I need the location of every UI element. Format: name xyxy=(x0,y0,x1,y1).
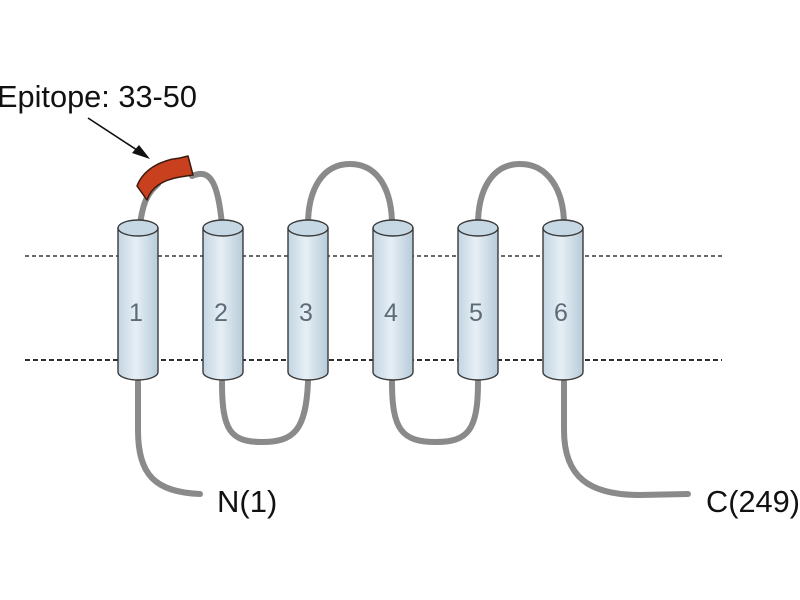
epitope-arrow xyxy=(87,117,150,159)
epitope-region xyxy=(136,155,194,201)
c-terminal-tail xyxy=(561,379,691,499)
n-terminal-tail xyxy=(135,379,203,497)
extracellular-loop-2 xyxy=(305,160,395,228)
helix-number: 5 xyxy=(469,299,483,327)
helix-layer: 1 2 3 4 5 6 xyxy=(117,219,584,381)
intracellular-loop-1 xyxy=(219,379,311,446)
epitope-label: Epitope: 33-50 xyxy=(0,79,197,114)
intracellular-loop-2 xyxy=(389,379,481,446)
helix-body xyxy=(117,227,159,381)
helix-number: 1 xyxy=(129,299,143,327)
helix-number: 6 xyxy=(554,299,568,327)
helix-number: 2 xyxy=(214,299,228,327)
helix-body xyxy=(287,227,329,381)
helix-top-cap xyxy=(117,219,159,237)
extracellular-loop-3 xyxy=(475,160,567,228)
helix-top-cap xyxy=(287,219,329,237)
helix-number: 4 xyxy=(384,299,398,327)
helix-top-cap xyxy=(457,219,499,237)
helix-3: 3 xyxy=(287,219,329,381)
helix-top-cap xyxy=(202,219,244,237)
helix-5: 5 xyxy=(457,219,499,381)
helix-body xyxy=(202,227,244,381)
n-terminus-label: N(1) xyxy=(217,484,277,519)
helix-2: 2 xyxy=(202,219,244,381)
helix-top-cap xyxy=(372,219,414,237)
c-terminus-label: C(249) xyxy=(706,484,800,519)
helix-body xyxy=(372,227,414,381)
helix-body xyxy=(457,227,499,381)
helix-body xyxy=(542,227,584,381)
helix-top-cap xyxy=(542,219,584,237)
helix-1: 1 xyxy=(117,219,159,381)
helix-number: 3 xyxy=(299,299,313,327)
helix-6: 6 xyxy=(542,219,584,381)
loops xyxy=(135,160,691,499)
helix-4: 4 xyxy=(372,219,414,381)
